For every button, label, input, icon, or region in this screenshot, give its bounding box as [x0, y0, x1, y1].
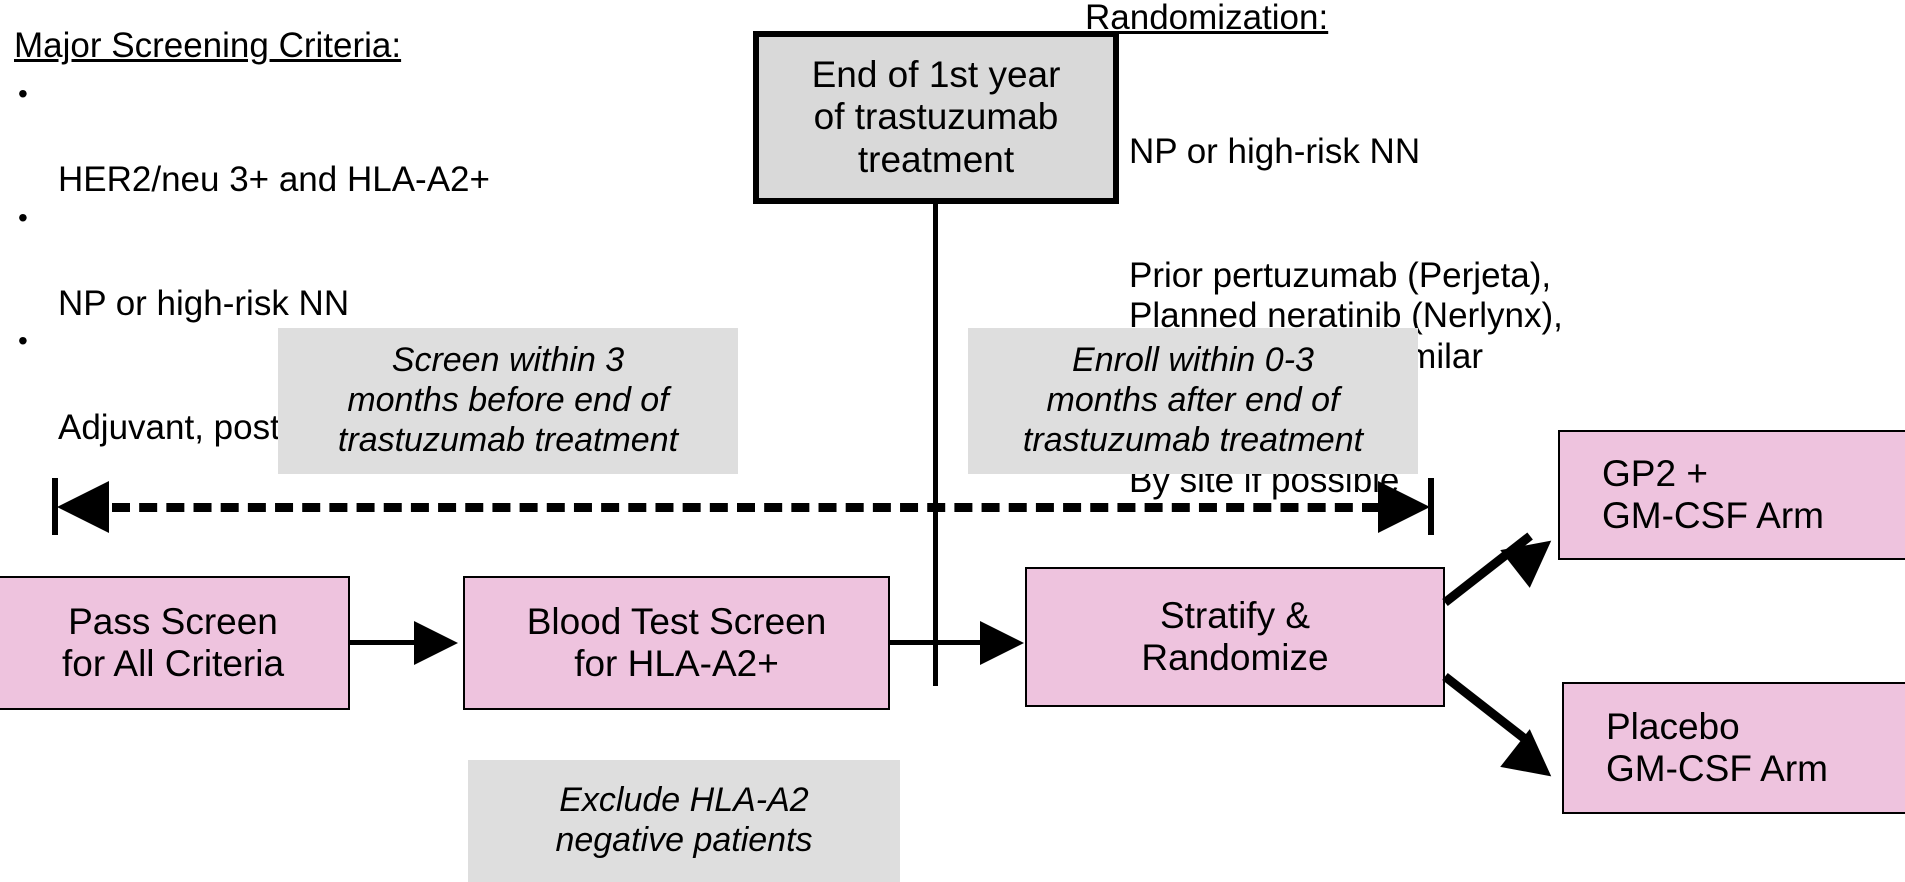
exclude-note-callout: Exclude HLA-A2 negative patients [468, 760, 900, 882]
exclude-note-label: Exclude HLA-A2 negative patients [555, 781, 813, 859]
stratify-randomize-label: Stratify & Randomize [1141, 594, 1329, 678]
timeline-right-arrowhead [1378, 481, 1430, 533]
screen-window-callout: Screen within 3 months before end of tra… [278, 328, 738, 474]
pass-screen-label: Pass Screen for All Criteria [61, 600, 285, 684]
arrowhead-blood-to-stratify [980, 621, 1024, 665]
treatment-arm-box: GP2 + GM-CSF Arm [1558, 430, 1905, 560]
bullet-icon: • [18, 201, 28, 233]
end-of-year-label: End of 1st year of trastuzumab treatment [811, 54, 1061, 180]
timeline-right-endcap [1428, 478, 1434, 535]
list-item: • NP or high-risk NN [1085, 50, 1785, 173]
connector-blood-to-stratify [890, 640, 1014, 645]
enroll-window-label: Enroll within 0-3 months after end of tr… [1022, 341, 1364, 459]
timeline-vertical-line [933, 200, 938, 686]
placebo-arm-box: Placebo GM-CSF Arm [1562, 682, 1905, 814]
randomization-title: Randomization: [1085, 0, 1329, 37]
screening-criteria-note: Major Screening Criteria: • HER2/neu 3+ … [14, 26, 654, 450]
list-item: • NP or high-risk NN [14, 201, 654, 325]
timeline-dashed-line [112, 503, 1380, 512]
stratify-randomize-box: Stratify & Randomize [1025, 567, 1445, 707]
blood-test-label: Blood Test Screen for HLA-A2+ [526, 600, 827, 684]
arrowhead-treatment-arm [1500, 521, 1567, 588]
timeline-left-arrowhead [57, 481, 109, 533]
screening-criteria-title: Major Screening Criteria: [14, 26, 402, 65]
bullet-icon: • [18, 77, 28, 109]
list-item-label: NP or high-risk NN [58, 283, 350, 323]
list-item-label: NP or high-risk NN [1129, 131, 1421, 171]
connector-pass-to-blood [350, 640, 418, 645]
treatment-arm-label: GP2 + GM-CSF Arm [1602, 452, 1824, 536]
arrowhead-placebo-arm [1500, 729, 1567, 796]
end-of-year-box: End of 1st year of trastuzumab treatment [753, 31, 1119, 204]
list-item: • HER2/neu 3+ and HLA-A2+ [14, 77, 654, 201]
enroll-window-callout: Enroll within 0-3 months after end of tr… [968, 328, 1418, 474]
list-item-label: HER2/neu 3+ and HLA-A2+ [58, 159, 490, 199]
bullet-icon: • [18, 325, 28, 357]
pass-screen-box: Pass Screen for All Criteria [0, 576, 350, 710]
arrowhead-pass-to-blood [414, 621, 458, 665]
connector-stratify-to-placebo-arm [1442, 672, 1533, 747]
screening-criteria-list: • HER2/neu 3+ and HLA-A2+ • NP or high-r… [14, 77, 654, 448]
screen-window-label: Screen within 3 months before end of tra… [337, 341, 679, 459]
timeline-left-endcap [52, 478, 58, 535]
placebo-arm-label: Placebo GM-CSF Arm [1606, 705, 1828, 789]
blood-test-box: Blood Test Screen for HLA-A2+ [463, 576, 890, 710]
